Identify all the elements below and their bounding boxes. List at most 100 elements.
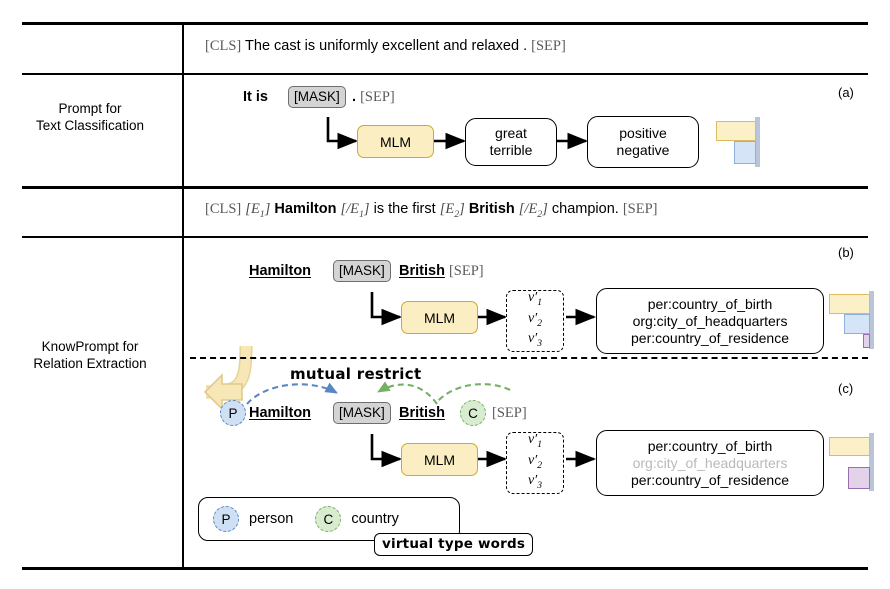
virtual-answer-words-c: v′1 v′2 v′3: [506, 432, 564, 494]
panel-b-tail: British [SEP]: [399, 263, 484, 280]
entity1-token: Hamilton: [274, 201, 337, 217]
chart-c-axis: [869, 433, 874, 491]
entity2-token: British: [468, 201, 515, 217]
feedback-loop-arrow: [203, 345, 253, 411]
mlm-head-a: MLM: [357, 125, 434, 158]
period-token: .: [352, 89, 357, 105]
chart-a: [712, 117, 760, 167]
virtual-word-0: v′1: [527, 431, 543, 450]
sentence-a-text: The cast is uniformly excellent and rela…: [245, 38, 528, 54]
class-0: positive: [619, 125, 667, 141]
sep-token: [SEP]: [360, 89, 395, 105]
mutual-restrict-label: mutual restrict: [290, 365, 422, 383]
virtual-word-1: v′2: [527, 452, 543, 471]
e1-close-token: [/E1]: [340, 201, 370, 220]
mask-token-a: [MASK]: [288, 86, 346, 108]
virtual-type-words-callout: virtual type words: [374, 533, 534, 556]
row-label-text-classification: Prompt for Text Classification: [0, 100, 180, 134]
mutual-restrict-arrow-left: [246, 382, 338, 405]
chart-c-bar-0: [829, 437, 870, 456]
panel-b-arrows: [370, 292, 597, 326]
panel-tag-b: (b): [838, 245, 854, 260]
mutual-restrict-arrow-right: [377, 381, 438, 405]
rule-dotted-a: [22, 73, 868, 75]
class-box-a: positive negative: [587, 116, 699, 168]
mlm-head-b: MLM: [401, 301, 478, 334]
virtual-answer-words-b: v′1 v′2 v′3: [506, 290, 564, 352]
cls-token: [CLS]: [205, 201, 242, 217]
sep-token: [SEP]: [531, 38, 566, 54]
panel-c-entity1: Hamilton: [249, 405, 311, 421]
label-word-0: great: [495, 125, 527, 141]
chart-b-bar-1: [844, 314, 870, 334]
entity1-label: Hamilton: [249, 405, 312, 421]
rule-mid: [22, 186, 868, 189]
e2-close-token: [/E2]: [518, 201, 548, 220]
relation-2: per:country_of_residence: [631, 471, 789, 488]
relation-1: org:city_of_headquarters: [632, 312, 788, 329]
row-label-line2: Relation Extraction: [33, 356, 147, 371]
virtual-word-1: v′2: [527, 310, 543, 329]
type-marker-person[interactable]: P: [220, 400, 246, 426]
e1-open-token: [E1]: [245, 201, 271, 220]
chart-a-bar-negative: [734, 141, 756, 164]
panel-a-arrows: [326, 117, 589, 150]
panel-c-sep: [SEP]: [492, 405, 527, 422]
prompt-prefix: It is: [243, 89, 268, 105]
divider-bottom: [182, 186, 184, 567]
chart-b-bar-2: [863, 334, 870, 348]
panel-c-arrows: [370, 434, 597, 468]
panel-b-entity1: Hamilton: [249, 263, 311, 279]
row-label-line1: Prompt for: [58, 101, 122, 116]
rule-dashed-bc: [190, 357, 868, 359]
mask-token-b: [MASK]: [333, 260, 391, 282]
relation-0: per:country_of_birth: [647, 437, 773, 454]
panel-a-prompt: It is: [243, 89, 268, 105]
divider-top: [182, 22, 184, 186]
row-label-line1: KnowPrompt for: [41, 339, 139, 354]
chart-b-axis: [869, 291, 874, 349]
chart-c-bar-1: [848, 467, 870, 489]
rule-bottom: [22, 567, 868, 570]
virtual-word-2: v′3: [527, 473, 543, 492]
cls-token: [CLS]: [205, 38, 242, 54]
relation-1: org:city_of_headquarters: [632, 454, 788, 471]
virtual-word-2: v′3: [527, 331, 543, 350]
sentence-b-tail: champion.: [551, 201, 619, 217]
legend-person-icon: P: [213, 506, 239, 532]
chart-a-bar-positive: [716, 121, 756, 141]
rule-top: [22, 22, 868, 25]
chart-b: [826, 291, 874, 349]
panel-a-prompt-tail: . [SEP]: [352, 89, 395, 106]
chart-b-bar-0: [829, 294, 870, 314]
legend-person-label: person: [249, 511, 294, 527]
row-label-relation-extraction: KnowPrompt for Relation Extraction: [0, 338, 180, 372]
panel-tag-a: (a): [838, 85, 854, 100]
relation-box-b: per:country_of_birth org:city_of_headqua…: [596, 288, 824, 354]
entity2-label: British: [399, 405, 445, 421]
chart-c: [826, 433, 874, 491]
panel-c-entity2: British: [399, 405, 445, 421]
chart-a-axis: [755, 117, 760, 167]
label-words-box-a: great terrible: [465, 118, 557, 166]
sentence-b-mid: is the first: [373, 201, 436, 217]
relation-0: per:country_of_birth: [647, 295, 773, 312]
row-label-line2: Text Classification: [35, 118, 145, 133]
relation-2: per:country_of_residence: [631, 329, 789, 346]
input-sentence-a: [CLS] The cast is uniformly excellent an…: [205, 38, 566, 55]
entity2-label: British: [399, 263, 445, 279]
relation-box-c: per:country_of_birth org:city_of_headqua…: [596, 430, 824, 496]
legend-country-label: country: [351, 511, 399, 527]
legend-country-icon: C: [315, 506, 342, 532]
sep-token: [SEP]: [622, 201, 658, 217]
sep-token: [SEP]: [448, 263, 484, 279]
sep-token: [SEP]: [492, 405, 527, 421]
label-word-1: terrible: [489, 142, 533, 158]
mlm-head-c: MLM: [401, 443, 478, 476]
virtual-word-0: v′1: [527, 289, 543, 308]
type-words-legend: P person C country: [198, 497, 460, 541]
mask-token-c: [MASK]: [333, 402, 391, 424]
type-marker-country[interactable]: C: [460, 400, 486, 426]
class-1: negative: [616, 142, 670, 158]
